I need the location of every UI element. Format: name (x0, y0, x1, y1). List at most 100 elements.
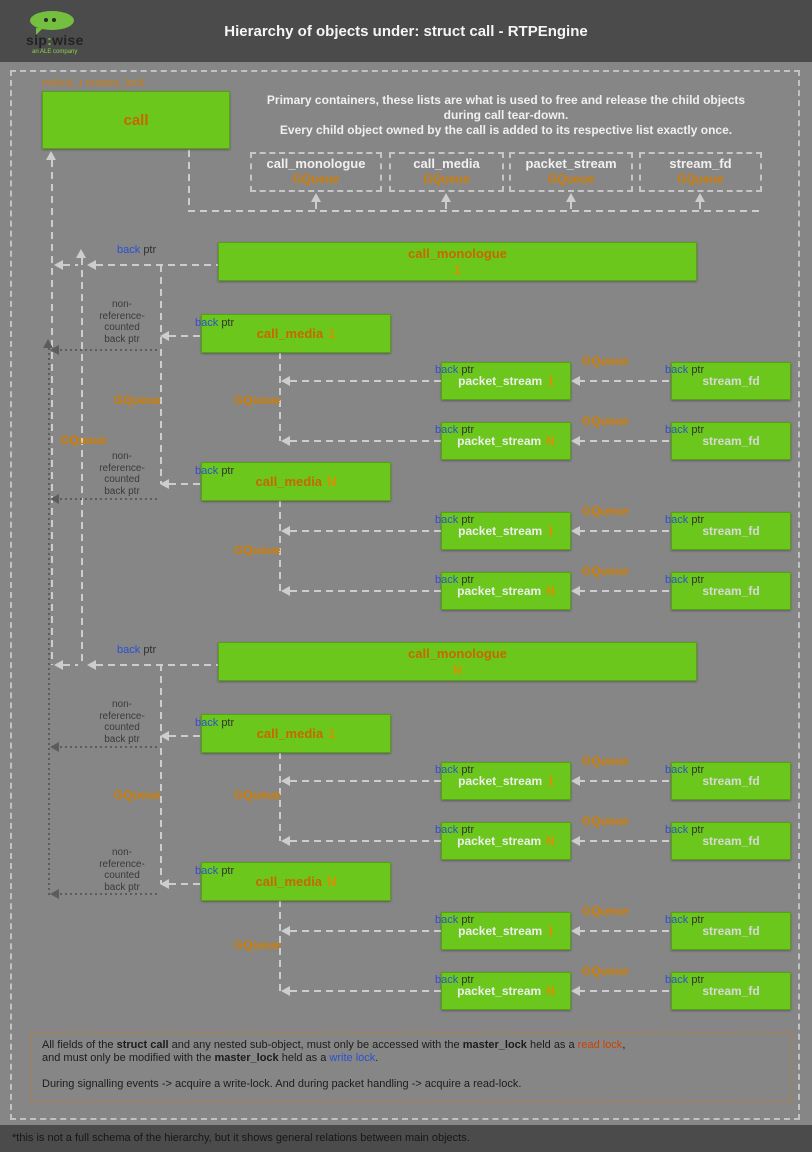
connector-line (279, 752, 281, 841)
ptr-word: ptr (691, 514, 705, 526)
nonref-line: reference- (99, 710, 145, 722)
nonref-line: back ptr (104, 881, 140, 893)
note-line-3: During signalling events -> acquire a wr… (42, 1078, 522, 1090)
struct-call-ref: struct call (116, 1039, 169, 1051)
back-ptr-label: back ptr (435, 764, 474, 776)
arrow-left-icon (50, 494, 59, 504)
node-index: N (546, 984, 555, 998)
arrow-left-icon (87, 660, 96, 670)
arrow-up-icon (43, 339, 53, 348)
arrow-left-icon (281, 776, 290, 786)
ptr-word: ptr (461, 914, 475, 926)
gqueue-label: GQueue (114, 788, 161, 802)
nonref-line: reference- (99, 310, 145, 322)
arrow-up-icon (311, 193, 321, 202)
nonref-line: counted (104, 722, 140, 733)
ptr-word: ptr (691, 764, 705, 776)
connector-line (578, 990, 671, 992)
stream-fd-box: stream_fd (671, 972, 791, 1010)
container-title: stream_fd (669, 156, 732, 171)
connector-line (290, 440, 441, 442)
node-label: stream_fd (702, 374, 760, 388)
back-word: back (195, 717, 219, 729)
read-lock-ref: read lock (577, 1039, 623, 1051)
stream-fd-box: stream_fd (671, 362, 791, 400)
ptr-word: ptr (461, 824, 475, 836)
back-ptr-label: back ptr (435, 364, 474, 376)
arrow-up-icon (76, 249, 86, 258)
ptr-word: ptr (691, 574, 705, 586)
back-word: back (665, 514, 689, 526)
back-word: back (117, 644, 141, 656)
gqueue-label: GQueue (582, 904, 629, 918)
arrow-left-icon (160, 331, 169, 341)
back-ptr-label: back ptr (435, 974, 474, 986)
note-text: and any nested sub-object, must only be … (168, 1039, 463, 1051)
stream-fd-box: stream_fd (671, 512, 791, 550)
ptr-word: ptr (461, 974, 475, 986)
node-index: 1 (547, 374, 554, 388)
back-word: back (435, 424, 459, 436)
connector-line (63, 264, 78, 266)
node-index: 1 (328, 726, 336, 741)
gqueue-label: GQueue (582, 814, 629, 828)
back-ptr-label: back ptr (435, 914, 474, 926)
connector-line (578, 840, 671, 842)
back-word: back (435, 824, 459, 836)
stream-fd-box: stream_fd (671, 572, 791, 610)
back-word: back (665, 974, 689, 986)
connector-dotted-line (60, 498, 160, 500)
connector-dotted-line (60, 746, 160, 748)
connector-line (570, 202, 572, 210)
ptr-word: ptr (221, 465, 235, 477)
write-lock-ref: write lock (329, 1052, 376, 1064)
back-word: back (117, 244, 141, 256)
node-index: 1 (328, 326, 336, 341)
brand-tagline: an ALE company (32, 49, 78, 55)
arrow-left-icon (571, 436, 580, 446)
back-ptr-label: back ptr (665, 574, 704, 586)
arrow-left-icon (87, 260, 96, 270)
note-line-2: and must only be modified with the maste… (42, 1052, 780, 1065)
node-label: stream_fd (702, 774, 760, 788)
gqueue-label: GQueue (234, 938, 281, 952)
stream-fd-box: stream_fd (671, 822, 791, 860)
gqueue-label: GQueue (547, 172, 595, 186)
arrow-left-icon (281, 376, 290, 386)
connector-line (51, 160, 53, 665)
call-label: call (123, 111, 149, 129)
speech-bubble-tail-icon (36, 28, 43, 35)
lock-note: All fields of the struct call and any ne… (31, 1032, 791, 1102)
node-label: packet_stream (457, 834, 542, 848)
page-title: Hierarchy of objects under: struct call … (224, 23, 588, 40)
arrow-left-icon (281, 436, 290, 446)
connector-line (169, 735, 201, 737)
back-word: back (665, 764, 689, 776)
node-label: call_media (255, 874, 323, 889)
arrow-left-icon (571, 926, 580, 936)
call-box: call (42, 91, 230, 149)
nonref-line: back ptr (104, 333, 140, 345)
node-label: packet_stream (458, 924, 543, 938)
back-ptr-label: back ptr (435, 574, 474, 586)
back-ptr-label: back ptr (195, 465, 234, 477)
gqueue-label: GQueue (114, 393, 161, 407)
intro-line: Every child object owned by the call is … (279, 123, 733, 137)
back-word: back (195, 317, 219, 329)
back-word: back (435, 514, 459, 526)
nonref-line: counted (104, 474, 140, 485)
node-index: N (453, 662, 462, 677)
connector-line (279, 500, 281, 591)
back-ptr-label: back ptr (435, 824, 474, 836)
back-ptr-label: back ptr (665, 424, 704, 436)
node-label: stream_fd (702, 434, 760, 448)
arrow-left-icon (571, 376, 580, 386)
connector-line (160, 664, 162, 884)
connector-line (290, 590, 441, 592)
ptr-word: ptr (461, 514, 475, 526)
connector-line (578, 930, 671, 932)
